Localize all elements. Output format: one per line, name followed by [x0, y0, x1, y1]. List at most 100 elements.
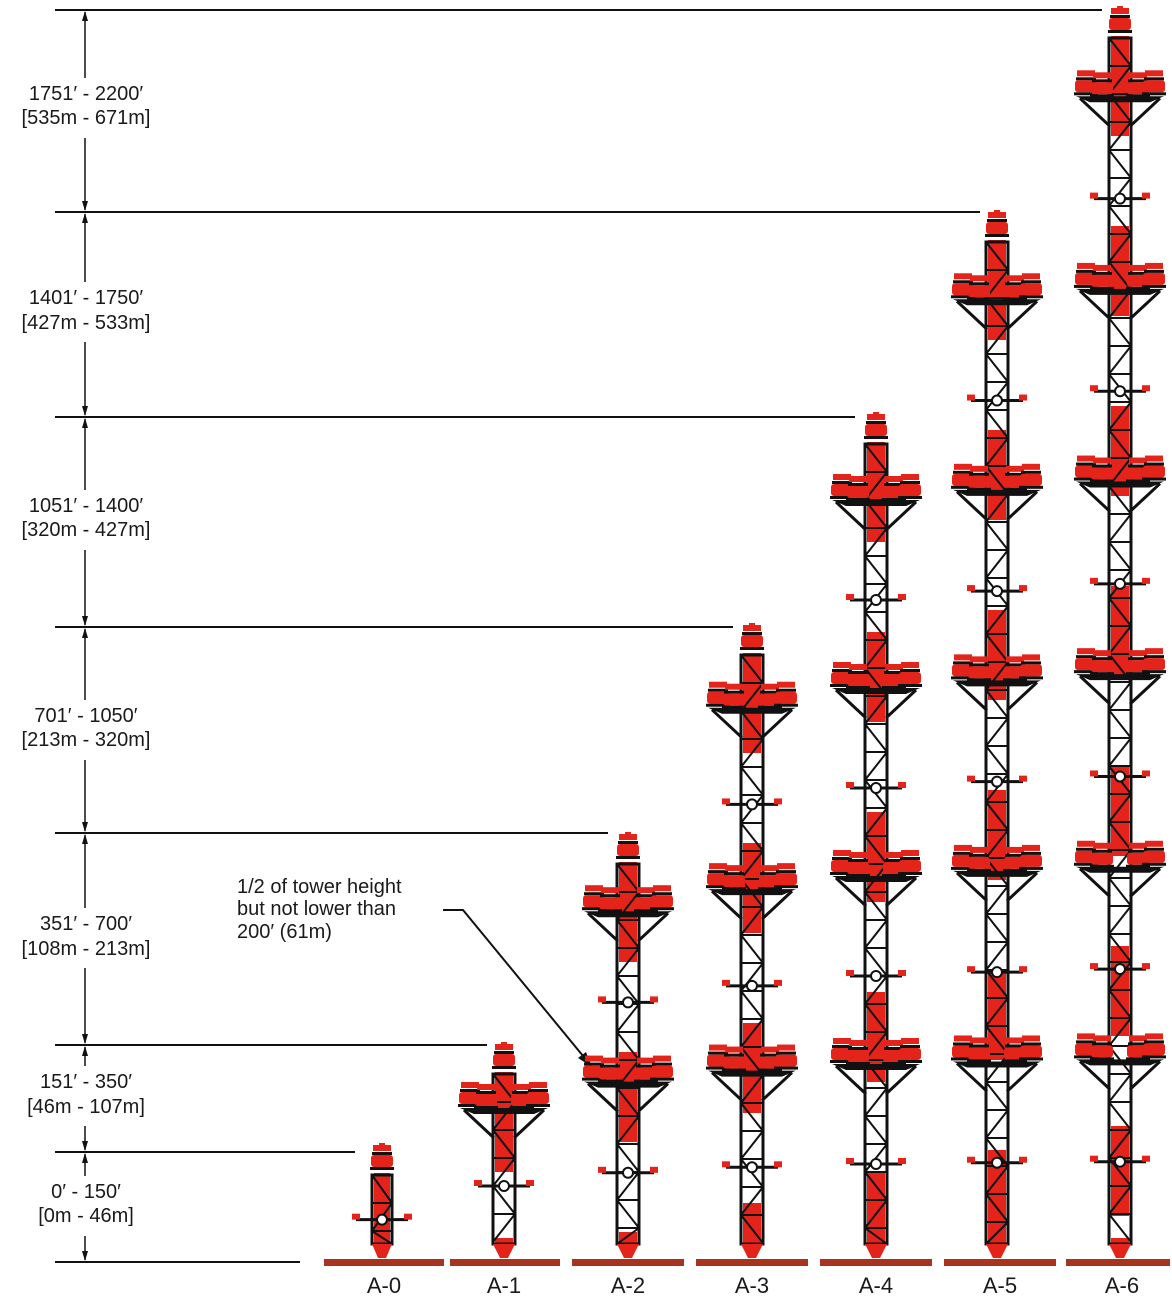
- side-light-center-icon: [991, 775, 1003, 788]
- beacon-outer-right-icon-body: [1020, 1045, 1042, 1058]
- platform-strut-right: [884, 688, 918, 720]
- beacon-inner-left-icon-base: [722, 1068, 746, 1072]
- beacon-outer-left-icon-band: [460, 1089, 480, 1092]
- beacon-inner-left-icon-base: [846, 686, 870, 689]
- tower-base: [372, 1244, 392, 1258]
- platform-strut-right: [1128, 1060, 1162, 1091]
- lattice-brace: [985, 605, 1009, 635]
- top-beacon-icon-base: [1108, 30, 1132, 33]
- platform-strut-left: [955, 490, 989, 521]
- beacon-inner-right-icon-base: [1126, 1057, 1150, 1061]
- side-light-center-icon: [1114, 385, 1126, 398]
- lattice-brace: [864, 1199, 888, 1229]
- beacon-inner-left-icon-band: [1092, 464, 1112, 468]
- lattice-brace: [740, 1074, 764, 1104]
- lattice-brace: [985, 1165, 1009, 1195]
- beacon-outer-left-icon-base: [458, 1104, 482, 1107]
- beacon-outer-right-icon-body: [775, 691, 797, 704]
- top-beacon-icon-body: [741, 635, 763, 647]
- side-light-right-icon: [774, 979, 782, 986]
- beacon-inner-left-icon-base: [846, 1062, 870, 1065]
- beacon-inner-left-icon-band: [724, 1053, 744, 1057]
- beacon-inner-right-icon-top: [1006, 846, 1024, 853]
- tower-a3: [706, 623, 798, 1258]
- tower-paint: [374, 1173, 390, 1248]
- tower-white-band: [1111, 676, 1129, 766]
- beacon-outer-right-icon-body: [527, 1092, 549, 1104]
- beacon-inner-right-icon-band: [884, 483, 904, 486]
- lattice-brace: [985, 829, 1009, 859]
- beacon-outer-right-icon-band: [1144, 269, 1164, 273]
- beacon-inner-left-icon-body: [1091, 467, 1113, 480]
- beacon-outer-right-icon-top: [1022, 273, 1040, 280]
- beacon-inner-left-icon-band: [969, 1044, 989, 1048]
- beacon-outer-left-icon-base: [830, 1060, 854, 1063]
- lattice-brace: [1108, 261, 1132, 291]
- beacon-outer-left-icon-top: [954, 463, 972, 470]
- beacon-inner-right-icon-top: [761, 865, 779, 872]
- beacon-inner-left-icon-body: [1091, 82, 1113, 95]
- beacon-inner-right-icon-base: [758, 705, 782, 709]
- beacon-inner-left-icon-band: [1092, 849, 1112, 853]
- band-3-feet: 701′ - 1050′: [34, 705, 137, 727]
- beacon-outer-right-icon-body: [899, 860, 921, 872]
- beacon-inner-left-icon-base: [1090, 479, 1114, 483]
- beacon-outer-left-icon-base: [706, 703, 730, 707]
- beacon-outer-right-icon-body: [1020, 473, 1042, 486]
- ground-bar-2: [572, 1259, 684, 1266]
- beacon-outer-left-icon-top: [709, 863, 727, 870]
- beacon-outer-right-icon-base: [774, 1066, 798, 1070]
- beacon-inner-right-icon-top: [1006, 1037, 1024, 1044]
- tower-label-a4: A-4: [859, 1273, 893, 1298]
- beacon-outer-left-icon-band: [708, 688, 728, 692]
- beacon-inner-right-icon-band: [1005, 472, 1025, 476]
- lattice-brace: [1108, 317, 1132, 347]
- beacon-inner-right-icon-top: [885, 664, 903, 670]
- top-beacon-icon-top: [1111, 8, 1129, 14]
- side-light-left-icon: [1090, 770, 1098, 777]
- lattice-brace: [1108, 1101, 1132, 1131]
- beacon-inner-left-icon-base: [967, 868, 991, 872]
- side-light-right-icon: [898, 782, 906, 788]
- beacon-outer-right-icon-band: [1021, 851, 1041, 855]
- lattice-brace: [1108, 513, 1132, 543]
- side-light-left-icon: [967, 585, 975, 592]
- beacon-outer-left-icon-band: [1076, 1040, 1096, 1044]
- beacon-inner-left-icon-base: [967, 297, 991, 301]
- lattice-brace: [985, 941, 1009, 971]
- platform-strut-right: [760, 708, 794, 739]
- lattice-brace: [1108, 933, 1132, 963]
- lattice-brace: [985, 241, 1009, 271]
- platform-strut-left: [1078, 97, 1112, 128]
- lattice-brace: [864, 555, 888, 585]
- arrow-up-icon: [82, 628, 88, 638]
- platform-strut-left: [1078, 482, 1112, 513]
- band-5-meters: [46m - 107m]: [27, 1096, 145, 1118]
- beacon-outer-left-icon-top: [954, 654, 972, 661]
- beacon-outer-right-icon-band: [776, 870, 796, 874]
- lattice-brace: [740, 1186, 764, 1216]
- side-light-left-icon: [722, 1161, 730, 1168]
- beacon-inner-left-icon-body: [847, 674, 869, 686]
- platform-strut-right: [760, 890, 794, 921]
- side-light-right-icon: [1019, 775, 1027, 782]
- lattice-brace: [864, 807, 888, 837]
- towers: [352, 6, 1166, 1258]
- beacon-inner-left-icon-body: [968, 285, 990, 298]
- platform-deck: [708, 707, 796, 714]
- side-light-center-icon: [1114, 770, 1126, 783]
- beacon-inner-right-icon-base: [1126, 286, 1150, 290]
- beacon-inner-right-icon-band: [1128, 271, 1148, 275]
- beacon-outer-right-icon-band: [900, 1045, 920, 1048]
- lattice-brace: [1108, 541, 1132, 571]
- beacon-inner-left-icon-top: [849, 1040, 867, 1046]
- lattice-brace: [985, 1053, 1009, 1083]
- band-label-3: 701′ - 1050′ [213m - 320m]: [22, 705, 151, 751]
- tower-label-a3: A-3: [735, 1273, 769, 1298]
- platform-strut-left: [710, 890, 744, 921]
- side-light-right-icon: [1019, 394, 1027, 401]
- beacon-outer-left-icon-base: [706, 885, 730, 889]
- beacon-outer-left-icon-top: [1077, 840, 1095, 847]
- antenna-tip: [749, 623, 755, 627]
- top-beacon-icon-band: [618, 841, 638, 844]
